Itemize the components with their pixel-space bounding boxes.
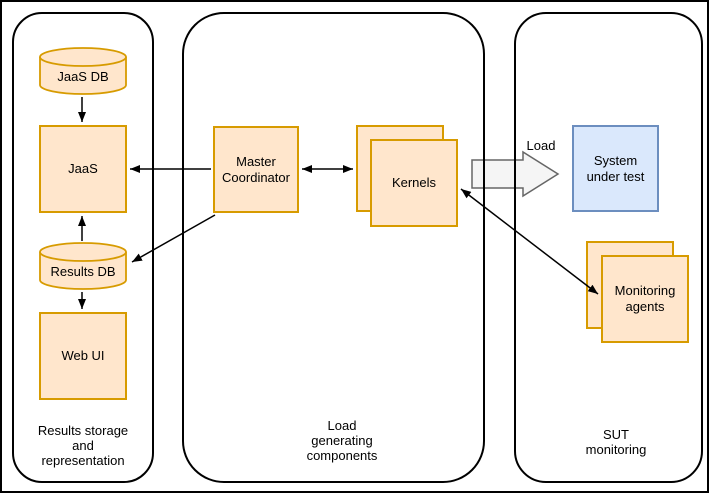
node-label: JaaS DB (57, 68, 109, 84)
cylinder-shape (39, 47, 127, 95)
node-jaas: JaaS (39, 125, 127, 213)
node-master-coordinator: Master Coordinator (213, 126, 299, 213)
monitoring-front-card: Monitoring agents (601, 255, 689, 343)
zone-label-load-generating: Load generating components (306, 418, 378, 463)
node-label: Results DB (50, 263, 116, 279)
zone-label-results-storage: Results storage and representation (37, 423, 129, 468)
load-arrow-label: Load (526, 138, 556, 153)
node-web-ui: Web UI (39, 312, 127, 400)
node-jaas-db: JaaS DB (39, 47, 127, 96)
zone-label-sut-monitoring: SUT monitoring (585, 427, 647, 457)
node-system-under-test: System under test (572, 125, 659, 212)
container-load-generating (182, 12, 485, 483)
node-results-db: Results DB (39, 242, 127, 291)
cylinder-shape (39, 242, 127, 290)
node-kernels: Kernels (356, 125, 458, 227)
kernels-front-card: Kernels (370, 139, 458, 227)
node-monitoring-agents: Monitoring agents (586, 241, 689, 343)
